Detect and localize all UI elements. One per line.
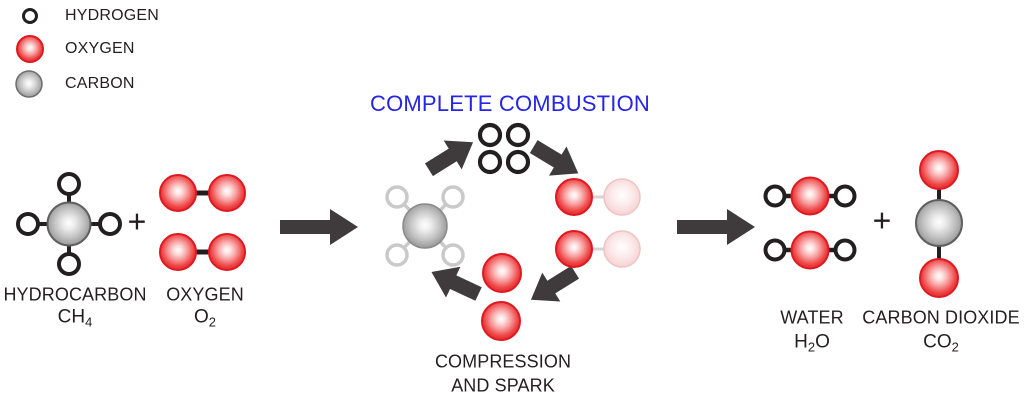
oxygen-atom [555,230,593,268]
plus-sign-products: + [872,202,892,239]
water-molecule [763,230,857,270]
hydrogen-atom [763,184,787,208]
compression-label-line2: AND SPARK [451,375,555,396]
faded-hydrogen-atom [441,185,465,209]
dissociating-oxygen-molecule [555,230,641,268]
legend-label-carbon: CARBON [65,75,135,92]
hydrogen-atom [505,122,531,148]
legend-icons [15,8,44,98]
water-label: WATER [780,307,844,328]
oxygen-legend-icon [16,35,44,63]
hydrogen-atom [833,238,857,262]
cycle-arrow-up-right [419,127,483,185]
diagram-title: COMPLETE COMBUSTION [369,91,651,116]
formula-text: H [794,331,808,353]
oxygen-atom [555,178,593,216]
formula-text: O [194,306,209,328]
hydrogen-legend-icon [22,8,38,24]
carbon-atom [915,199,963,247]
oxygen-atom [482,253,522,293]
right-arrow-products [677,209,755,245]
hydrocarbon-formula: CH4 [58,307,93,330]
hydrogen-atom [98,212,122,236]
free-hydrogen-atoms [477,122,531,175]
hydrocarbon-label: HYDROCARBON [3,284,147,305]
oxygen-molecule [159,233,246,271]
hydrogen-atom [57,172,81,196]
dissociating-oxygen-molecule [555,178,641,216]
oxygen-atom [790,176,830,216]
carbon-dioxide-label: CARBON DIOXIDE [862,307,1020,328]
carbon-dioxide-formula: CO2 [923,332,959,355]
oxygen-molecule [159,174,246,212]
oxygen-atom [481,301,521,341]
oxygen-atom [159,174,197,212]
oxygen-atom [790,230,830,270]
faded-oxygen-atom [603,178,641,216]
formula-subscript: 2 [951,339,959,355]
water-formula: H2O [794,332,830,355]
hydrogen-atom [57,252,81,276]
oxygen-label: OXYGEN [166,284,244,305]
formula-text: O [815,331,830,353]
methane-molecule [16,172,122,276]
formula-subscript: 2 [807,339,816,355]
oxygen-formula: O2 [194,307,216,330]
hydrogen-atom [505,149,531,175]
faded-oxygen-atom [603,230,641,268]
formula-subscript: 4 [85,314,93,330]
compression-label-line1: COMPRESSION [434,351,572,372]
oxygen-atom [919,258,959,298]
carbon-atom [402,203,448,249]
legend-label-hydrogen: HYDROGEN [65,7,160,24]
oxygen-atom [919,150,959,190]
carbon-atom [46,201,92,247]
hydrogen-atom [833,184,857,208]
water-molecule [763,176,857,216]
formula-text: CH [57,306,86,328]
hydrogen-atom [16,212,40,236]
oxygen-atom [159,233,197,271]
right-arrow-reactants [280,209,358,245]
hydrogen-atom [477,122,503,148]
free-oxygen-atoms [481,253,522,341]
faded-hydrogen-atom [385,185,409,209]
hydrogen-atom [477,149,503,175]
faded-methane-molecule [385,185,465,267]
faded-hydrogen-atom [441,243,465,267]
faded-hydrogen-atom [385,243,409,267]
legend-label-oxygen: OXYGEN [65,40,135,57]
hydrogen-atom [763,238,787,262]
formula-text: CO [923,331,952,353]
oxygen-atom [208,233,246,271]
plus-sign-reactants: + [127,203,147,240]
formula-subscript: 2 [208,314,216,330]
oxygen-atom [208,174,246,212]
carbon-legend-icon [15,70,43,98]
carbon-dioxide-molecule [915,150,963,298]
